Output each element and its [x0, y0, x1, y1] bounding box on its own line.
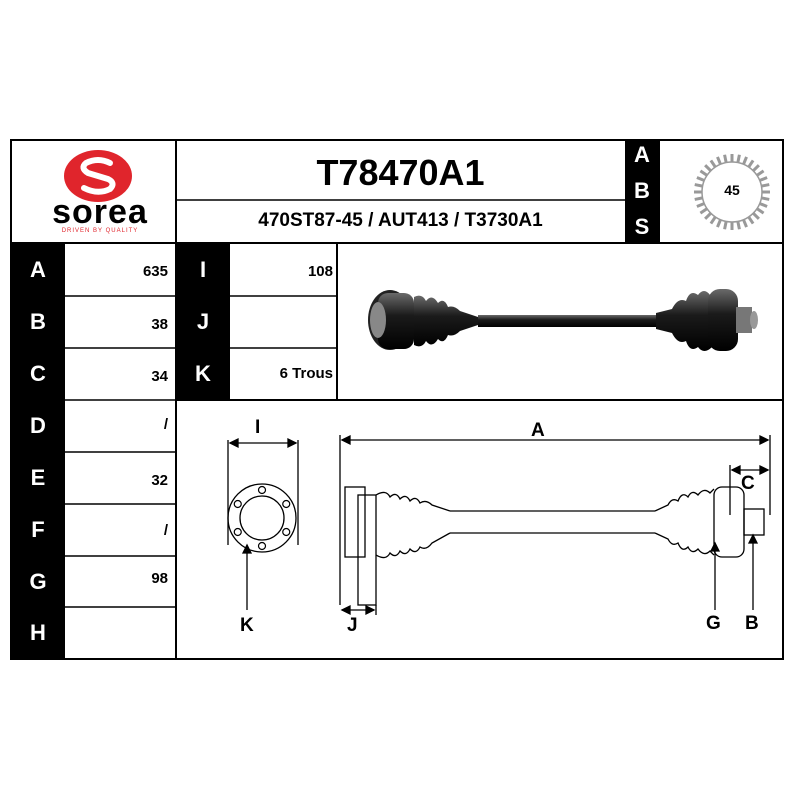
abs-ring-tooth [752, 212, 760, 220]
spec-key-c: C [11, 348, 65, 400]
flange-bolt-hole [233, 499, 242, 509]
abs-ring-tooth [716, 219, 722, 228]
abs-ring-tooth [696, 202, 705, 208]
abs-ring-tooth [699, 169, 708, 177]
abs-ring-tooth [694, 196, 703, 201]
abs-ring-tooth [761, 196, 770, 201]
abs-ring-tooth [736, 154, 741, 163]
sorea-logo [64, 150, 132, 202]
drawing-label-c: C [741, 473, 755, 494]
spec-key-j: J [176, 296, 230, 348]
abs-ring-tooth [759, 202, 768, 208]
spec-key-g: G [11, 556, 65, 607]
abs-ring-tooth [756, 169, 765, 177]
abs-ring-tooth [709, 216, 717, 225]
abs-ring-icon [694, 154, 770, 230]
abs-ring-tooth [752, 164, 760, 172]
spec-key-e: E [11, 452, 65, 504]
flange-bolt-hole [257, 541, 267, 551]
spec-value-e: 32 [151, 472, 168, 489]
abs-letter-b: B [634, 178, 650, 203]
drawing-label-g: G [706, 613, 721, 634]
spec-value-c: 34 [151, 368, 168, 385]
flange-inner [239, 495, 285, 541]
abs-letter-a: A [634, 142, 650, 167]
abs-ring-tooth [716, 156, 722, 165]
spec-value-i: 108 [307, 263, 333, 280]
spec-key-d: D [11, 400, 65, 452]
abs-letter-s: S [634, 214, 650, 239]
flange-bolt-hole [257, 485, 267, 495]
drawing-label-i: I [255, 417, 261, 438]
drawing-label-k: K [240, 615, 254, 636]
spec-key-i: I [176, 243, 230, 296]
reference-list: 470ST87-45 / AUT413 / T3730A1 [258, 210, 543, 231]
brand-tagline: DRIVEN BY QUALITY [61, 228, 139, 234]
abs-ring-tooth [723, 154, 728, 163]
abs-ring-tooth [704, 212, 712, 220]
spec-value-k: 6 Trous [279, 365, 333, 382]
abs-ring-tooth [699, 207, 708, 215]
abs-ring-tooth [736, 221, 741, 230]
flange-bolt-hole [282, 527, 291, 537]
abs-ring-tooth [704, 164, 712, 172]
brand-name: sorea [52, 193, 148, 231]
abs-ring-tooth [723, 221, 728, 230]
spec-value-b: 38 [151, 316, 168, 333]
flange-bolt-hole [282, 499, 291, 509]
part-number: T78470A1 [316, 152, 485, 193]
spec-value-g: 98 [151, 570, 168, 587]
abs-ring-tooth [756, 207, 765, 215]
technical-drawing [227, 434, 771, 616]
abs-ring-tooth [694, 183, 703, 188]
spec-key-f: F [11, 504, 65, 556]
spec-value-f: / [163, 522, 168, 539]
abs-ring-tooth [742, 156, 748, 165]
abs-ring-tooth [759, 176, 768, 182]
abs-ring-tooth [709, 159, 717, 168]
abs-ring-tooth [696, 176, 705, 182]
abs-ring-tooth [747, 159, 755, 168]
flange-outer [227, 483, 297, 553]
driveshaft-photo [368, 289, 758, 351]
abs-teeth-count: 45 [724, 182, 740, 198]
abs-ring-tooth [761, 183, 770, 188]
drawing-label-j: J [347, 615, 358, 636]
spec-key-k: K [176, 348, 230, 400]
spec-value-a: 635 [142, 263, 168, 280]
drawing-label-b: B [745, 613, 759, 634]
spec-key-h: H [11, 607, 65, 659]
flange-bolt-hole [233, 527, 242, 537]
spec-key-a: A [11, 243, 65, 296]
abs-ring-tooth [742, 219, 748, 228]
abs-ring-tooth [747, 216, 755, 225]
spec-key-b: B [11, 296, 65, 348]
spec-value-d: / [163, 416, 168, 433]
drawing-label-a: A [531, 420, 545, 441]
